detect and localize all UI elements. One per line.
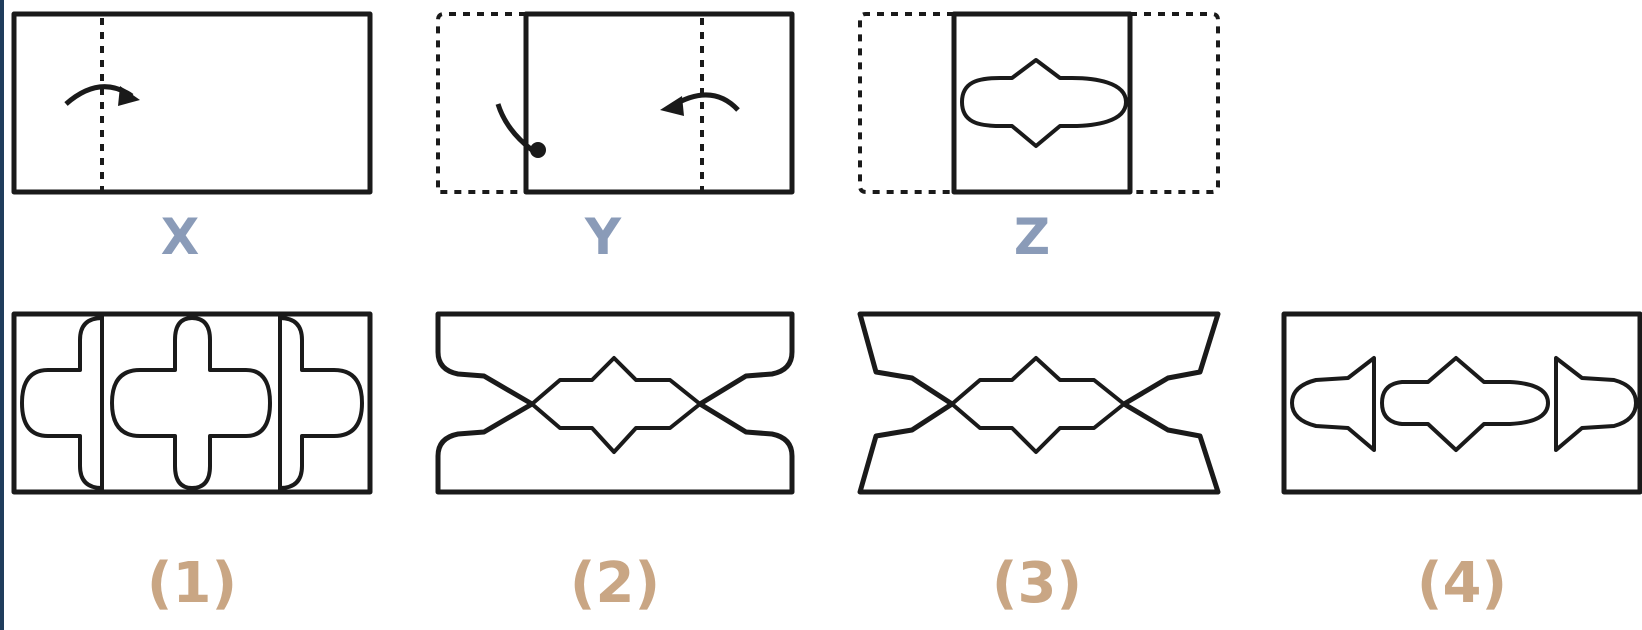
option-4-left-arrow-shape (1290, 356, 1376, 452)
option-1-right-half-cross (279, 316, 364, 490)
step-y-figure (436, 11, 795, 195)
option-4-center-shape (1380, 356, 1550, 452)
step-x-arrowhead-icon (118, 86, 140, 106)
step-y-folded-part (436, 12, 526, 194)
option-3-label[interactable]: (3) (991, 551, 1083, 616)
option-4-label[interactable]: (4) (1416, 551, 1508, 616)
step-y-label: Y (584, 208, 622, 266)
step-z-label: Z (1013, 208, 1051, 266)
option-4-paper (1281, 311, 1642, 495)
step-z-paper (951, 11, 1133, 195)
step-z-figure (858, 11, 1220, 195)
option-4-figure (1281, 311, 1642, 495)
option-1-figure (11, 311, 373, 495)
step-x-label: X (160, 208, 200, 266)
step-z-folded-right (1130, 12, 1220, 194)
option-4-right-arrow-shape (1554, 356, 1638, 452)
option-3-figure (857, 311, 1221, 495)
option-2-figure (435, 311, 795, 495)
option-2-label[interactable]: (2) (569, 551, 661, 616)
step-z-cut-shape (960, 58, 1128, 148)
option-1-center-cross (110, 316, 272, 490)
step-x-paper (11, 11, 373, 195)
option-1-left-half-cross (20, 316, 103, 490)
step-y-left-arrowhead-icon (530, 142, 546, 158)
option-2-outline (435, 311, 795, 495)
step-x-figure (11, 11, 373, 195)
step-y-left-arrow-icon (495, 103, 534, 152)
option-1-label[interactable]: (1) (146, 551, 238, 616)
step-y-paper (523, 11, 795, 195)
step-y-right-arrowhead-icon (660, 96, 684, 116)
option-3-outline (857, 311, 1221, 495)
option-3-center-shape (950, 356, 1126, 454)
left-edge-strip (0, 0, 4, 630)
option-2-center-shape (530, 356, 702, 454)
option-1-paper (11, 311, 373, 495)
step-z-folded-left (858, 12, 954, 194)
